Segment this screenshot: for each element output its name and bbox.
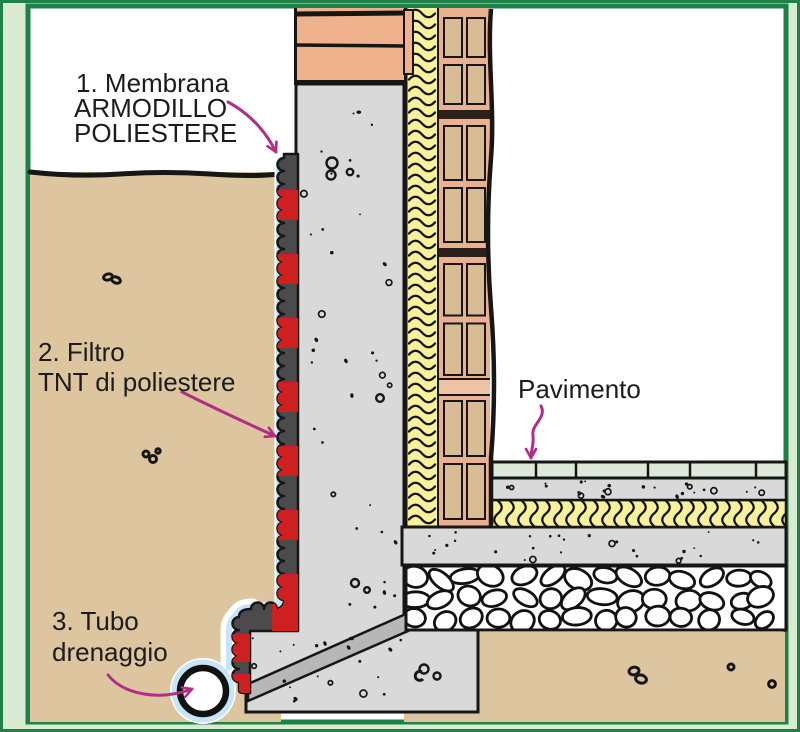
soil-marks [102, 272, 777, 689]
floor-slab [400, 525, 788, 567]
membrane-label-line1: 1. Membrana [76, 68, 230, 98]
concrete-wall [294, 82, 406, 632]
gravel-stones [407, 567, 775, 629]
membrane-label-line3: POLIESTERE [74, 118, 237, 148]
floor-arrow [524, 404, 544, 460]
membrane-arrow [226, 100, 278, 154]
labels: 1. Membrana ARMODILLO POLIESTERE 2. Filt… [38, 68, 641, 667]
soil [30, 172, 785, 722]
brick-sliver [403, 9, 414, 75]
plaster-line [485, 8, 497, 462]
filter-label-line1: 2. Filtro [38, 337, 125, 367]
floor-screed [490, 476, 788, 502]
block-joint [439, 248, 490, 257]
exterior-brick-courses [293, 8, 405, 85]
concrete-speckles [250, 110, 766, 703]
drain-label-line2: drenaggio [52, 637, 168, 667]
floor-tiles [490, 460, 788, 480]
block-joint [439, 110, 490, 119]
concrete-doodles [325, 156, 442, 681]
floor-buildup [400, 460, 788, 632]
drain-arrow [106, 673, 194, 699]
floor-label: Pavimento [518, 374, 641, 404]
ground-line [27, 169, 295, 178]
filter-arrow [180, 390, 277, 439]
filter-around-pipe [171, 659, 235, 723]
hollow-block-wall [439, 8, 497, 528]
drain-pipe [176, 664, 230, 718]
wall-insulation [403, 8, 441, 527]
filter-label-line2: TNT di poliestere [38, 367, 236, 397]
armodillo-membrane [231, 152, 300, 695]
membrane-label-line2: ARMODILLO [74, 93, 227, 123]
filter-line [226, 161, 282, 671]
block-cores [443, 17, 486, 520]
tile-joints [534, 463, 758, 477]
callout-arrows [106, 100, 544, 699]
drain-label-line1: 3. Tubo [52, 606, 139, 636]
mortar-joint [439, 379, 490, 395]
